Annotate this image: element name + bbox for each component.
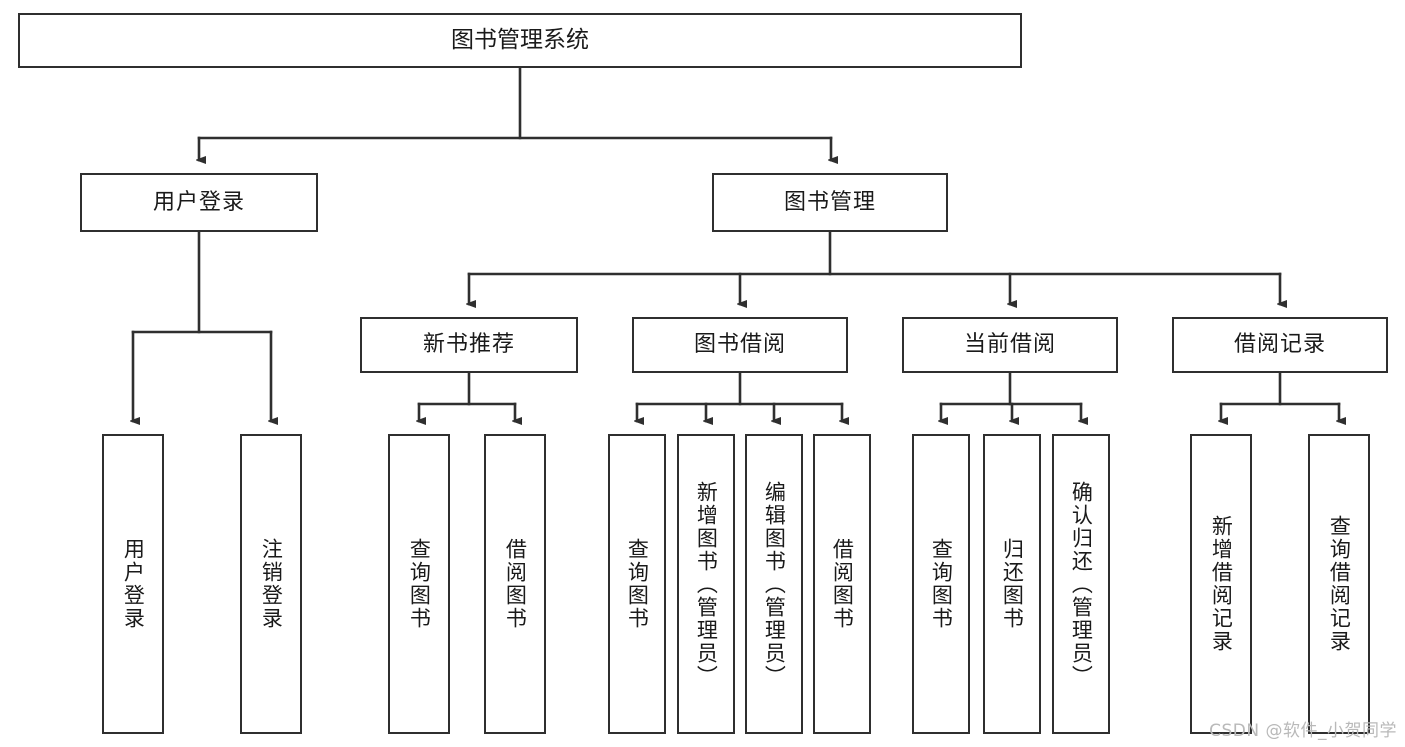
node-leaf-confirm-return[interactable]: 确认归还（管理员） <box>1052 434 1110 734</box>
node-book-borrow[interactable]: 图书借阅 <box>632 317 848 373</box>
node-root-label: 图书管理系统 <box>451 26 589 53</box>
node-leaf-borrow-book-1[interactable]: 借阅图书 <box>484 434 546 734</box>
node-book-manage[interactable]: 图书管理 <box>712 173 948 232</box>
node-leaf-user-login[interactable]: 用户登录 <box>102 434 164 734</box>
node-leaf-borrow-book-2[interactable]: 借阅图书 <box>813 434 871 734</box>
node-leaf-user-logout-label: 注销登录 <box>259 538 284 630</box>
node-leaf-query-book-3[interactable]: 查询图书 <box>912 434 970 734</box>
node-borrow-record-label: 借阅记录 <box>1233 332 1326 358</box>
node-book-borrow-label: 图书借阅 <box>693 332 786 358</box>
node-leaf-query-record-label: 查询借阅记录 <box>1327 515 1352 653</box>
node-leaf-query-book-2-label: 查询图书 <box>625 538 650 630</box>
node-leaf-edit-book[interactable]: 编辑图书（管理员） <box>745 434 803 734</box>
node-root[interactable]: 图书管理系统 <box>18 13 1022 68</box>
node-current-borrow-label: 当前借阅 <box>963 332 1056 358</box>
node-leaf-query-book-2[interactable]: 查询图书 <box>608 434 666 734</box>
node-user-login-label: 用户登录 <box>152 189 245 215</box>
node-leaf-query-book-3-label: 查询图书 <box>929 538 954 630</box>
node-borrow-record[interactable]: 借阅记录 <box>1172 317 1388 373</box>
node-leaf-confirm-return-label: 确认归还（管理员） <box>1069 480 1094 688</box>
node-leaf-user-login-label: 用户登录 <box>121 538 146 630</box>
node-book-manage-label: 图书管理 <box>783 189 876 215</box>
node-leaf-add-record[interactable]: 新增借阅记录 <box>1190 434 1252 734</box>
node-new-book-recommend-label: 新书推荐 <box>422 332 515 358</box>
node-leaf-return-book-label: 归还图书 <box>1000 538 1025 630</box>
node-leaf-add-book-label: 新增图书（管理员） <box>694 480 719 688</box>
watermark-text: CSDN @软件_小贺同学 <box>1209 721 1397 741</box>
node-current-borrow[interactable]: 当前借阅 <box>902 317 1118 373</box>
node-leaf-return-book[interactable]: 归还图书 <box>983 434 1041 734</box>
node-leaf-query-book-1-label: 查询图书 <box>407 538 432 630</box>
node-leaf-borrow-book-2-label: 借阅图书 <box>830 538 855 630</box>
node-leaf-borrow-book-1-label: 借阅图书 <box>503 538 528 630</box>
node-user-login[interactable]: 用户登录 <box>80 173 318 232</box>
node-leaf-add-record-label: 新增借阅记录 <box>1209 515 1234 653</box>
node-leaf-query-book-1[interactable]: 查询图书 <box>388 434 450 734</box>
node-leaf-user-logout[interactable]: 注销登录 <box>240 434 302 734</box>
node-new-book-recommend[interactable]: 新书推荐 <box>360 317 578 373</box>
node-leaf-query-record[interactable]: 查询借阅记录 <box>1308 434 1370 734</box>
node-leaf-add-book[interactable]: 新增图书（管理员） <box>677 434 735 734</box>
node-leaf-edit-book-label: 编辑图书（管理员） <box>762 480 787 688</box>
